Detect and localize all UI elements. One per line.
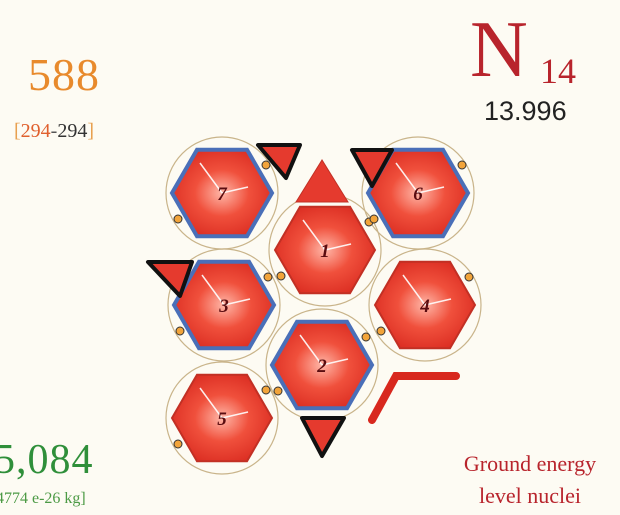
caption-line-1: Ground energy	[463, 451, 597, 476]
triangle-accent	[300, 416, 346, 458]
nucleus-spoke	[201, 274, 225, 306]
triangle-accent	[256, 143, 302, 180]
nucleus-orbit	[165, 361, 279, 475]
nucleus-dot	[369, 214, 379, 224]
energy-value: 5,084	[0, 437, 94, 483]
nucleus-spoke	[299, 334, 323, 366]
nucleus-orbit	[361, 136, 475, 250]
nucleus-dot	[457, 160, 467, 170]
nucleus-spoke	[221, 186, 249, 194]
connector-bar	[368, 372, 460, 424]
nucleus-dot	[175, 326, 185, 336]
nucleus-spoke	[417, 186, 445, 194]
nucleus-dot	[361, 332, 371, 342]
nucleus-spoke	[424, 298, 452, 306]
nucleus-spoke	[395, 162, 419, 194]
range-high: 294	[57, 120, 88, 142]
nucleus-spoke	[199, 387, 223, 419]
nucleus-label-5: 5	[217, 409, 227, 430]
nucleus-spoke	[199, 162, 223, 194]
nucleus-spoke	[221, 411, 249, 419]
nucleus-dot	[273, 386, 283, 396]
nucleus-spoke	[402, 274, 426, 306]
nucleus-dot	[261, 160, 271, 170]
nucleus-label-7: 7	[217, 184, 228, 205]
triangle-accent	[350, 148, 394, 188]
nucleus-spoke	[223, 298, 251, 306]
caption-line-2: level nuclei	[478, 483, 581, 508]
element-symbol: N	[470, 6, 528, 94]
atomic-weight: 13.996	[484, 96, 567, 126]
range-label: [294-294]	[14, 120, 95, 142]
nucleus-dot	[261, 385, 271, 395]
nucleus-label-1: 1	[320, 241, 330, 262]
nucleus-spoke	[302, 219, 326, 251]
nucleus-dot	[276, 271, 286, 281]
nucleus-label-6: 6	[413, 184, 423, 205]
nucleus-spoke	[321, 358, 349, 366]
particle-count: 588	[28, 49, 100, 100]
triangle-accent	[295, 159, 349, 203]
caption: Ground energy level nuclei	[420, 448, 620, 512]
range-low: 294	[20, 120, 51, 142]
mass-value: 4774 e-26 kg]	[0, 490, 86, 507]
nucleus-spoke	[324, 243, 352, 251]
nucleus-dot	[173, 214, 183, 224]
mass-number: 14	[540, 51, 576, 91]
nucleus-dot	[263, 272, 273, 282]
nucleus-dot	[376, 326, 386, 336]
nucleus-label-4: 4	[419, 296, 430, 317]
triangle-accent	[146, 260, 194, 298]
nucleus-dot	[173, 439, 183, 449]
nucleus-dot	[464, 272, 474, 282]
nucleus-orbit	[165, 136, 279, 250]
nucleus-label-3: 3	[218, 296, 229, 317]
nucleus-label-2: 2	[316, 356, 327, 377]
